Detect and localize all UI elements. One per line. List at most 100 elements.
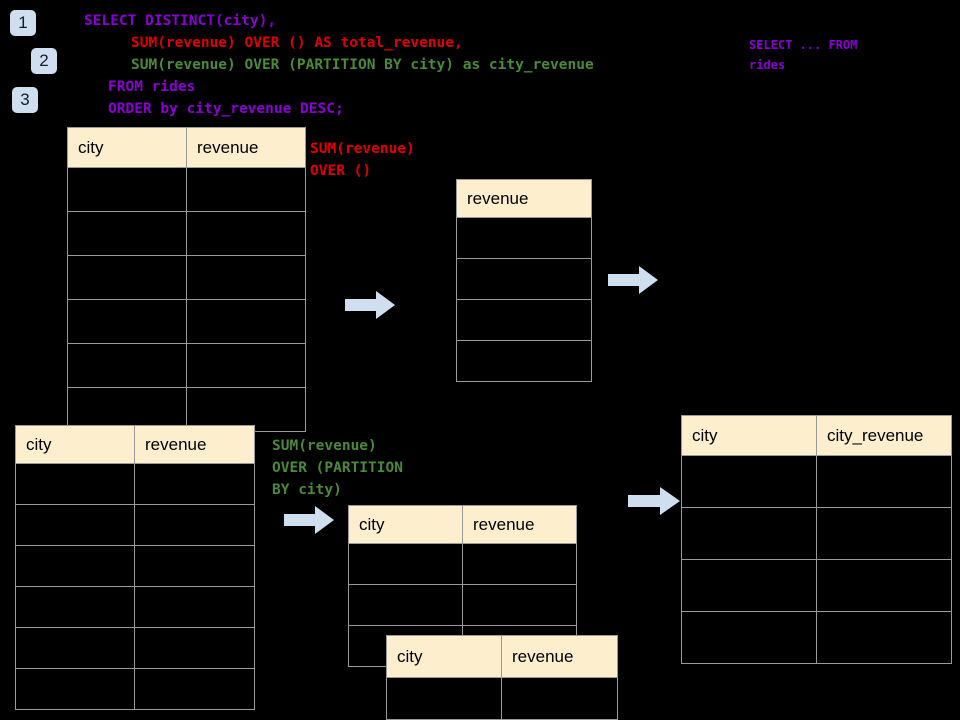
table-cell — [67, 211, 187, 256]
table-cell — [456, 340, 592, 382]
table-cell — [15, 463, 135, 505]
sql-line-order-by: ORDER by city_revenue DESC; — [108, 101, 344, 117]
annotation-city-revenue-line3: BY city) — [272, 482, 342, 498]
table-row — [681, 507, 952, 560]
column-header-city-revenue: city_revenue — [816, 415, 952, 456]
table-cell — [134, 463, 255, 505]
column-header-revenue: revenue — [462, 505, 577, 544]
table-row — [456, 299, 592, 341]
table-row — [67, 167, 306, 212]
table-cell — [681, 455, 817, 508]
table-cell — [67, 167, 187, 212]
table-header-row: city city_revenue — [681, 415, 952, 456]
annotation-city-revenue-line2: OVER (PARTITION — [272, 460, 403, 476]
sql-line-select: SELECT DISTINCT(city), — [84, 13, 277, 29]
table-cell — [186, 299, 306, 344]
column-header-city: city — [348, 505, 463, 544]
table-cell — [67, 387, 187, 432]
table-cell — [15, 627, 135, 669]
table-cell — [681, 559, 817, 612]
annotation-city-revenue-line1: SUM(revenue) — [272, 438, 377, 454]
step-badge-3: 3 — [12, 87, 38, 113]
table-row — [67, 299, 306, 344]
sql-side-note-line2: rides — [749, 58, 786, 72]
table-cell — [134, 586, 255, 628]
step-badge-1: 1 — [10, 10, 36, 36]
table-row — [348, 543, 577, 585]
table-row — [456, 258, 592, 300]
arrow-partition-to-result — [628, 486, 680, 516]
table-cell — [501, 677, 618, 720]
table-cell — [456, 299, 592, 341]
table-cell — [186, 211, 306, 256]
table-body — [386, 677, 618, 720]
table-cell — [348, 543, 463, 585]
table-row — [15, 504, 255, 546]
annotation-total-revenue-line1: SUM(revenue) — [310, 141, 415, 157]
column-header-revenue: revenue — [501, 635, 618, 678]
table-row — [456, 217, 592, 259]
sql-line-from: FROM rides — [108, 79, 196, 95]
table-cell — [462, 543, 577, 585]
table-row — [15, 463, 255, 505]
table-body — [348, 543, 577, 667]
table-cell — [15, 545, 135, 587]
table-row — [67, 255, 306, 300]
table-row — [15, 627, 255, 669]
table-row — [681, 559, 952, 612]
column-header-city: city — [386, 635, 502, 678]
arrow-source-to-partition — [284, 505, 334, 535]
sql-line-total-revenue: SUM(revenue) OVER () AS total_revenue, — [131, 35, 463, 51]
table-header-row: city revenue — [348, 505, 577, 544]
rides-source-table-top: city revenue — [67, 127, 306, 432]
table-cell — [816, 559, 952, 612]
table-cell — [386, 677, 502, 720]
step-badge-2: 2 — [31, 48, 57, 74]
table-row — [67, 343, 306, 388]
table-cell — [456, 258, 592, 300]
table-body — [67, 167, 306, 432]
table-cell — [67, 255, 187, 300]
column-header-city: city — [15, 425, 135, 464]
rides-source-table-bottom: city revenue — [15, 425, 255, 710]
table-cell — [456, 217, 592, 259]
table-body — [681, 455, 952, 664]
table-cell — [186, 167, 306, 212]
table-cell — [67, 299, 187, 344]
table-cell — [186, 255, 306, 300]
table-cell — [134, 545, 255, 587]
column-header-revenue: revenue — [186, 127, 306, 168]
partition-group-table-front: city revenue — [386, 635, 618, 720]
table-cell — [134, 504, 255, 546]
arrow-source-to-total — [345, 290, 395, 320]
table-cell — [816, 455, 952, 508]
table-row — [348, 584, 577, 626]
table-cell — [348, 584, 463, 626]
table-row — [681, 455, 952, 508]
column-header-revenue: revenue — [456, 179, 592, 218]
sql-line-city-revenue: SUM(revenue) OVER (PARTITION BY city) as… — [131, 57, 594, 73]
table-cell — [15, 586, 135, 628]
table-cell — [134, 668, 255, 710]
table-cell — [816, 507, 952, 560]
table-header-row: city revenue — [67, 127, 306, 168]
table-body — [456, 217, 592, 382]
column-header-city: city — [67, 127, 187, 168]
column-header-revenue: revenue — [134, 425, 255, 464]
table-row — [386, 677, 618, 720]
table-row — [681, 611, 952, 664]
city-revenue-result-table: city city_revenue — [681, 415, 952, 664]
table-cell — [462, 584, 577, 626]
table-body — [15, 463, 255, 710]
table-row — [456, 340, 592, 382]
table-row — [15, 668, 255, 710]
table-header-row: city revenue — [15, 425, 255, 464]
table-cell — [67, 343, 187, 388]
column-header-city: city — [681, 415, 817, 456]
total-revenue-table: revenue — [456, 179, 592, 382]
table-cell — [15, 668, 135, 710]
table-cell — [816, 611, 952, 664]
table-cell — [681, 507, 817, 560]
table-header-row: revenue — [456, 179, 592, 218]
